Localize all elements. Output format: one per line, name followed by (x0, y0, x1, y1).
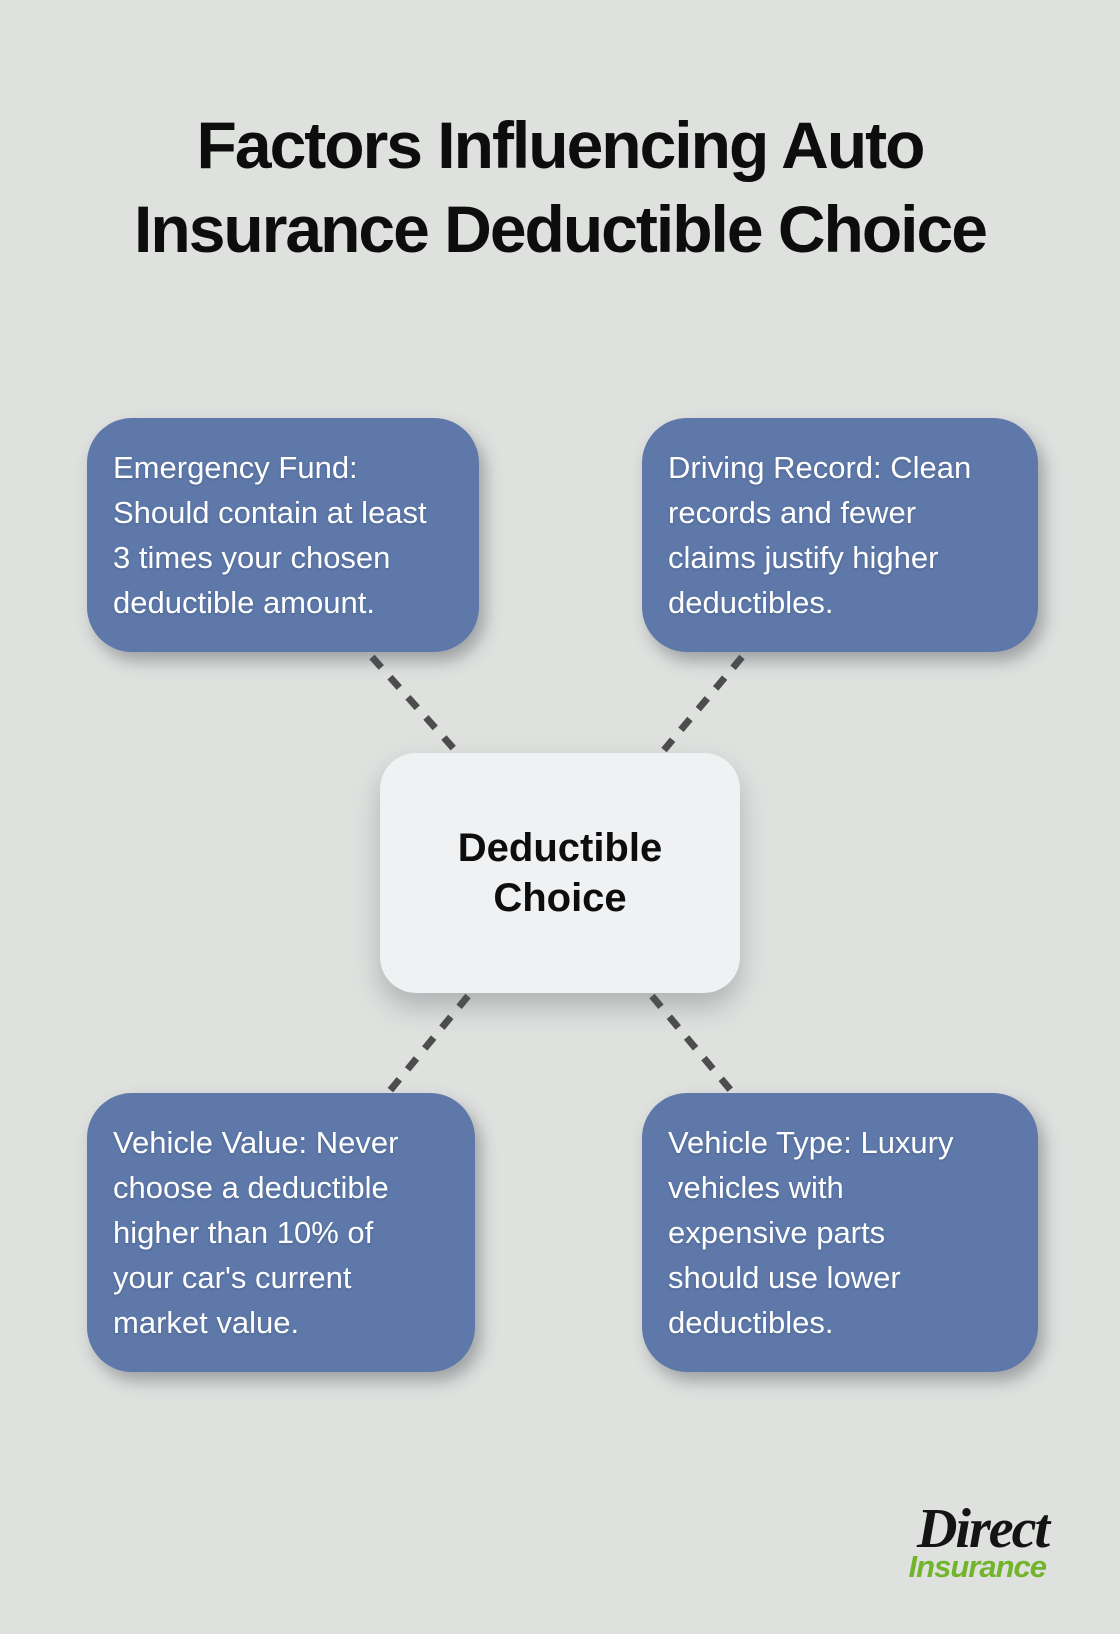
connector-bottom-right-icon (649, 993, 736, 1096)
factor-text-vehicle-type: Vehicle Type: Luxury vehicles with expen… (668, 1125, 954, 1340)
factor-card-emergency-fund: Emergency Fund: Should contain at least … (87, 418, 479, 652)
brand-logo: Direct Insurance (908, 1498, 1050, 1584)
center-node-deductible-choice: Deductible Choice (380, 753, 740, 993)
factor-text-emergency-fund: Emergency Fund: Should contain at least … (113, 450, 427, 620)
factor-text-driving-record: Driving Record: Clean records and fewer … (668, 450, 972, 620)
factor-card-vehicle-value: Vehicle Value: Never choose a deductible… (87, 1093, 475, 1372)
connector-top-left-icon (369, 654, 458, 753)
brand-logo-primary-text: Direct (916, 1498, 1050, 1560)
brand-logo-secondary-text: Insurance (908, 1549, 1047, 1584)
factor-card-driving-record: Driving Record: Clean records and fewer … (642, 418, 1038, 652)
center-node-label: Deductible Choice (457, 826, 663, 920)
factor-card-vehicle-type: Vehicle Type: Luxury vehicles with expen… (642, 1093, 1038, 1372)
connector-bottom-left-icon (385, 993, 471, 1096)
page-title: Factors Influencing Auto Insurance Deduc… (134, 108, 988, 266)
factor-text-vehicle-value: Vehicle Value: Never choose a deductible… (113, 1125, 399, 1340)
connector-top-right-icon (661, 654, 745, 753)
